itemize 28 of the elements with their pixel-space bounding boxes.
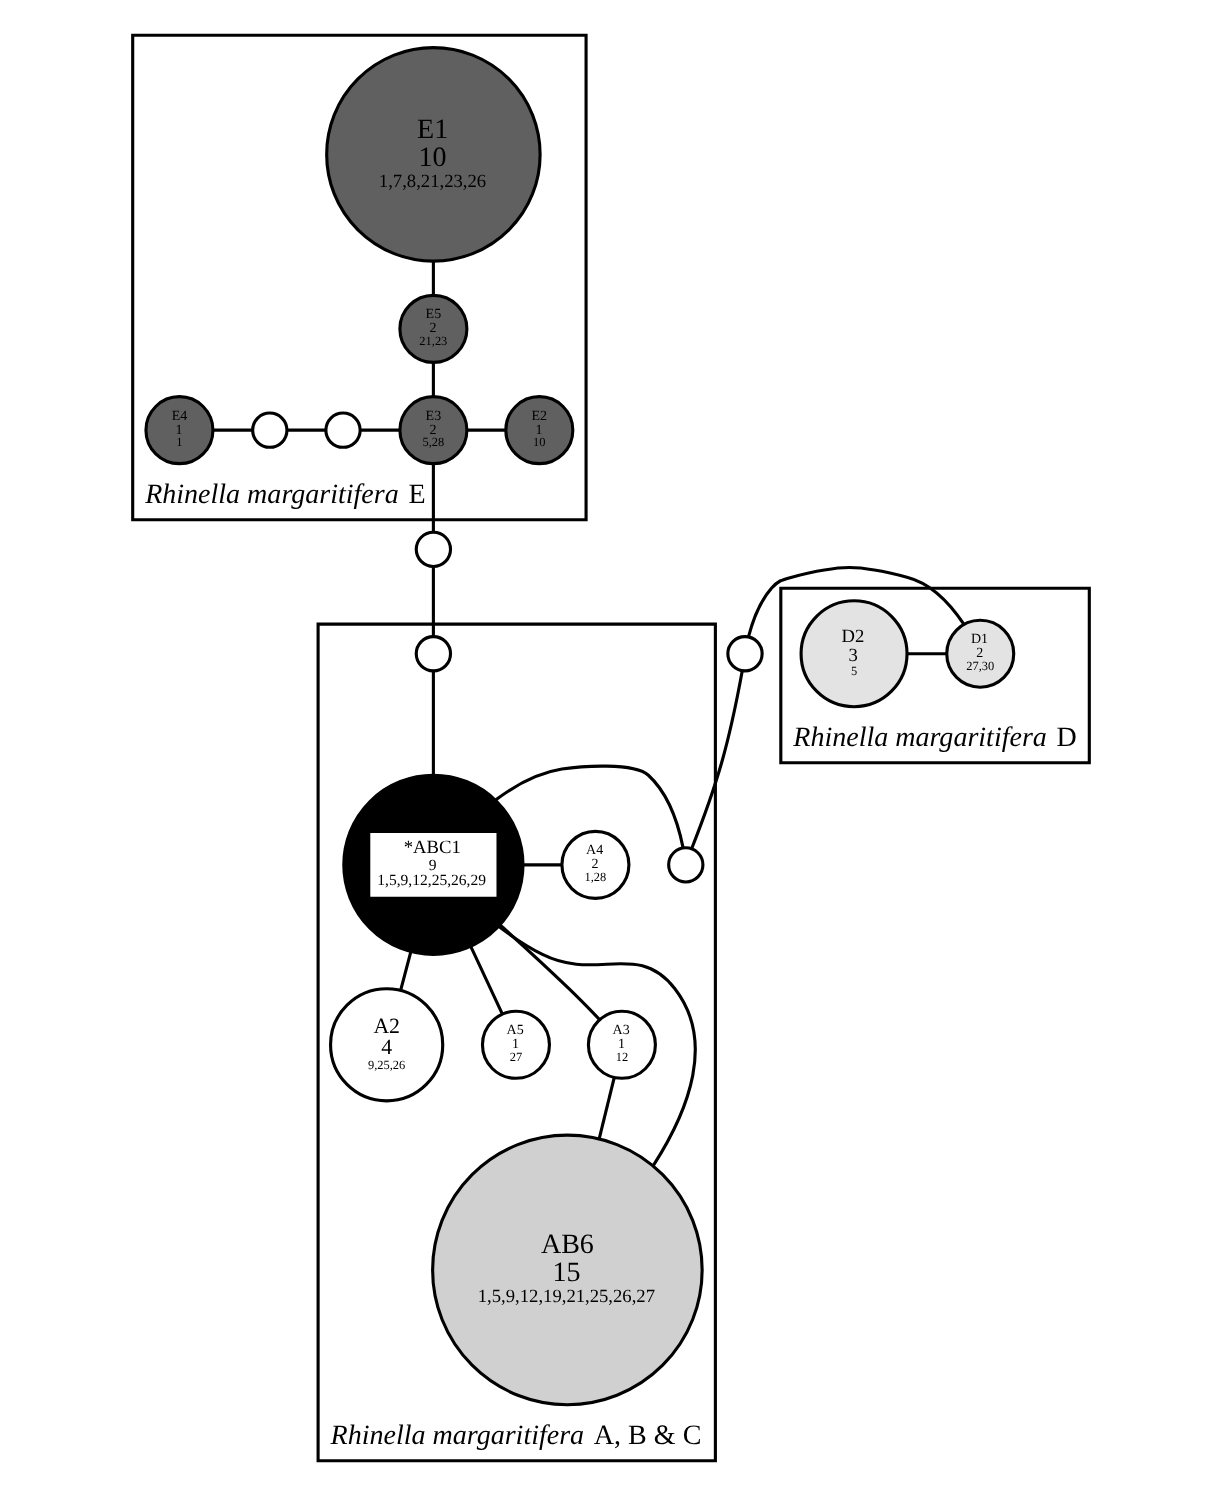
node-circle	[251, 411, 289, 449]
connector	[466, 428, 506, 432]
node-circle: AB6 15 1,5,9,12,19,21,25,26,27	[431, 1133, 704, 1407]
node-circle: *ABC1 9 1,5,9,12,25,26,29	[342, 773, 525, 956]
node-circle	[726, 635, 764, 673]
connector	[360, 428, 400, 432]
connector	[431, 670, 435, 775]
node-circle	[414, 530, 453, 569]
node-circle	[667, 846, 705, 884]
connector	[747, 566, 966, 637]
connector	[431, 464, 435, 532]
connector	[431, 566, 435, 637]
connector	[907, 652, 947, 656]
connector	[498, 925, 697, 1167]
node-circle	[324, 411, 362, 449]
connector	[523, 863, 562, 867]
connector	[213, 428, 253, 432]
node-circle: E1 10 1,7,8,21,23,26	[325, 46, 542, 263]
connector	[431, 362, 435, 397]
connector	[494, 764, 685, 849]
connector	[469, 945, 504, 1015]
node-circle	[414, 635, 453, 673]
connector	[690, 670, 744, 850]
connector	[286, 428, 326, 432]
connector	[399, 951, 413, 991]
connector	[597, 1077, 616, 1140]
connector	[431, 261, 435, 296]
connector	[499, 924, 601, 1021]
